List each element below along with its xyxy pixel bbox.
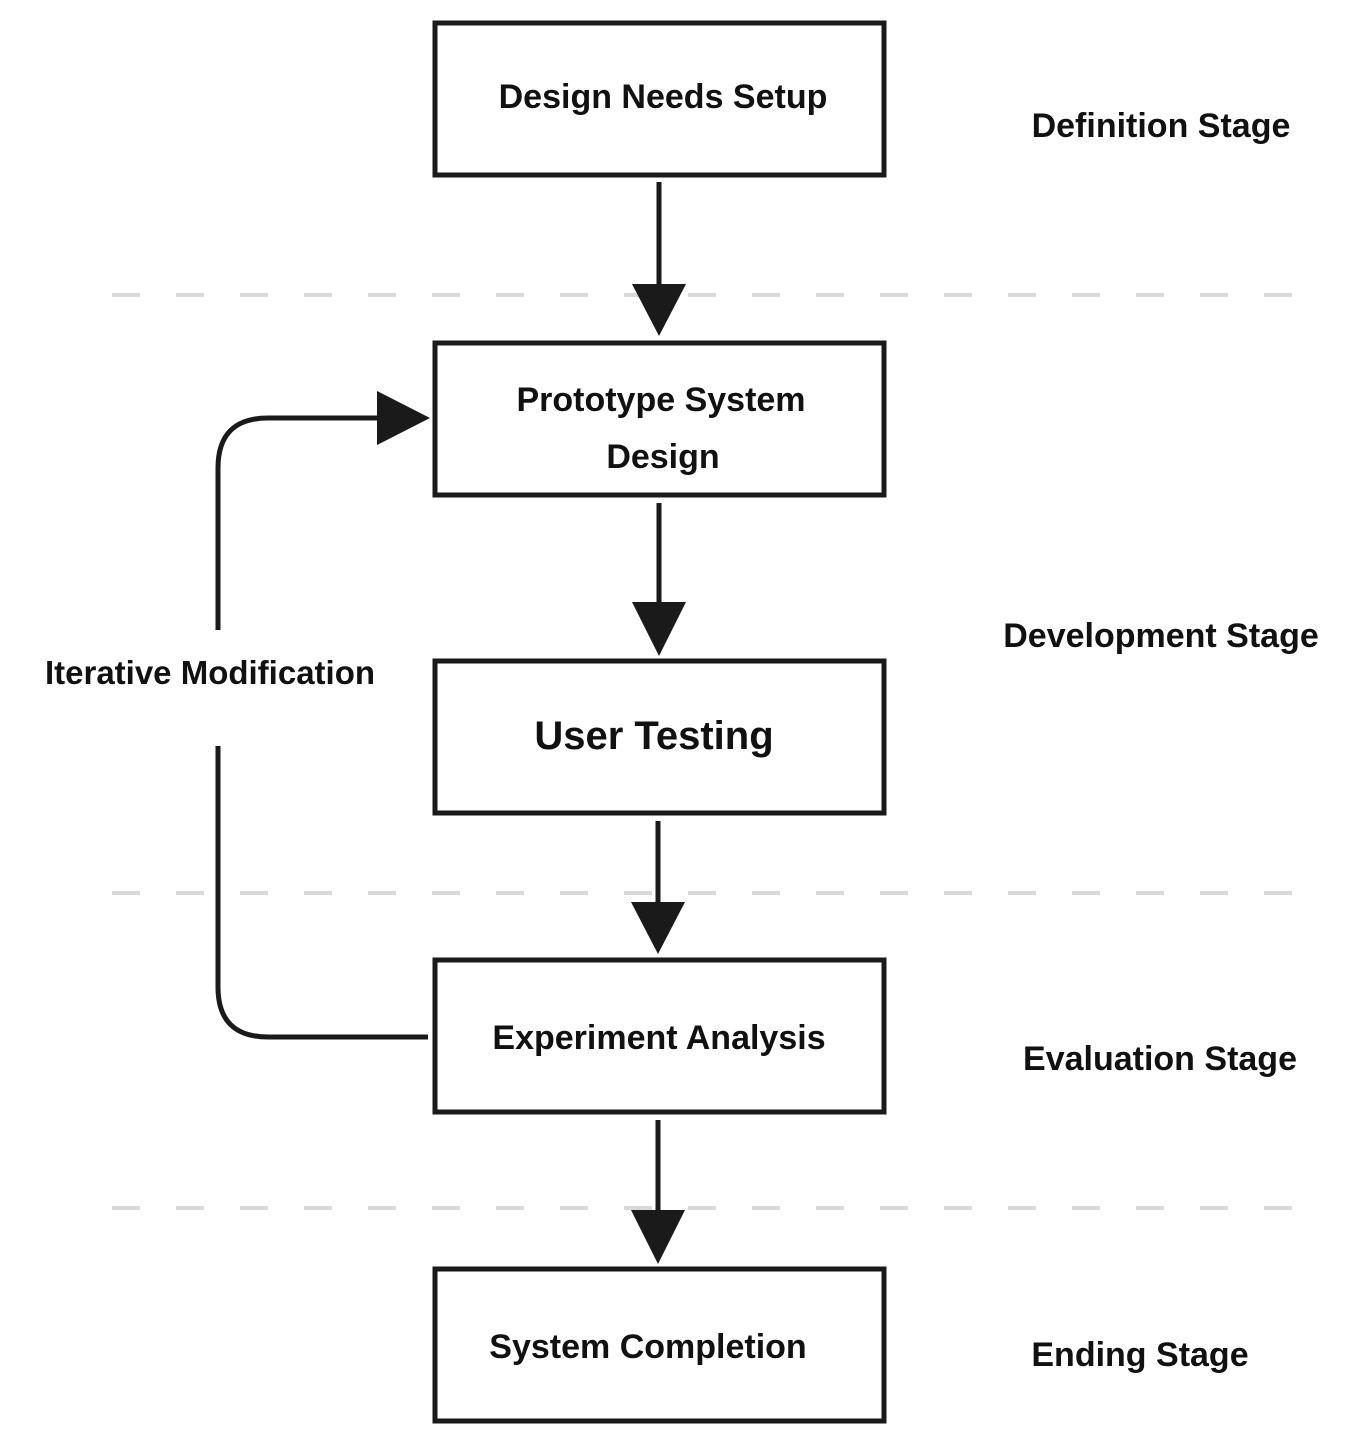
loop-line-upper <box>215 415 385 630</box>
loop-label: Iterative Modification <box>45 654 375 691</box>
node-label: System Completion <box>489 1328 806 1366</box>
arrow-head <box>631 1210 685 1264</box>
node-system-completion: System Completion <box>432 1266 887 1424</box>
stage-label-ending: Ending Stage <box>1031 1336 1248 1374</box>
node-box <box>432 1266 887 1424</box>
node-prototype-system-design: Prototype System Design <box>432 340 887 498</box>
node-box <box>432 658 887 816</box>
arrow-analysis-to-completion <box>631 1120 685 1264</box>
node-design-needs-setup: Design Needs Setup <box>432 20 887 178</box>
arrow-prototype-to-testing <box>632 503 686 656</box>
stage-dividers <box>112 293 1300 1210</box>
iterative-loop: Iterative Modification <box>45 391 430 1040</box>
arrow-testing-to-analysis <box>631 821 685 954</box>
node-label: User Testing <box>534 714 773 758</box>
flow-arrows <box>631 182 686 1264</box>
loop-arrow-head <box>377 391 430 445</box>
node-box <box>432 957 887 1115</box>
arrow-head <box>632 602 686 656</box>
node-label: Design Needs Setup <box>499 78 828 116</box>
node-label-line-1: Prototype System <box>516 381 805 419</box>
stage-label-evaluation: Evaluation Stage <box>1023 1040 1297 1078</box>
node-box <box>432 20 887 178</box>
loop-line-lower <box>215 746 428 1040</box>
node-experiment-analysis: Experiment Analysis <box>432 957 887 1115</box>
arrow-head <box>632 284 686 336</box>
stage-label-development: Development Stage <box>1003 617 1319 655</box>
node-label: Experiment Analysis <box>492 1019 825 1057</box>
arrow-head <box>631 902 685 954</box>
stage-labels: Definition Stage Development Stage Evalu… <box>1003 107 1319 1374</box>
node-user-testing: User Testing <box>432 658 887 816</box>
arrow-setup-to-prototype <box>632 182 686 336</box>
node-label-line-2: Design <box>606 438 719 476</box>
stage-label-definition: Definition Stage <box>1032 107 1291 145</box>
node-box <box>432 340 887 498</box>
